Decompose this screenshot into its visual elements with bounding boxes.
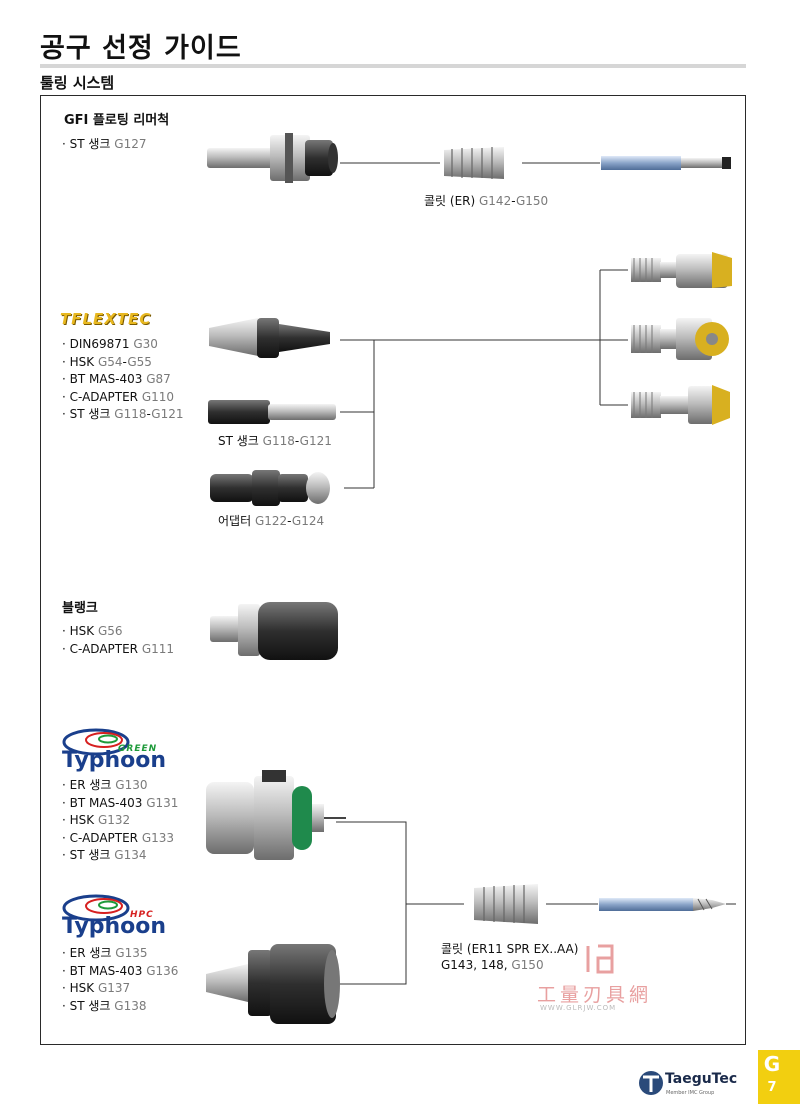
typhoon-green-list: · ER 생크 G130 · BT MAS-403 G131 · HSK G13… [62,777,178,865]
typhoon-green-swirl-icon [62,728,130,756]
typhoon-green-tag: GREEN [118,744,158,754]
milling-head-image-2 [631,318,729,360]
list-item: · C-ADAPTER G111 [62,641,175,656]
typhoon-hpc-list: · ER 생크 G135 · BT MAS-403 G136 · HSK G13… [62,945,178,1015]
list-item: · C-ADAPTER G133 [62,830,175,845]
flextec-holder-image [209,318,330,358]
st-shank-image [208,400,336,424]
st-shank-caption: ST 생크 G118-G121 [218,434,332,448]
typhoon-hpc-spindle-image [206,944,340,1024]
end-mill-image [599,898,726,911]
watermark-url: WWW.GLRJW.COM [540,1004,617,1012]
brand-subline: Member IMC Group [666,1090,715,1096]
list-item: · C-ADAPTER G110 [62,389,175,404]
blank-holder-image [210,602,338,660]
list-item: · ER 생크 G135 [62,946,148,960]
gfi-chuck-image [207,133,338,183]
typhoon-green-logo: Typhoon [62,748,167,773]
brand-name: TaeguTec [665,1071,738,1087]
gfi-title: GFI 플로팅 리머척 [64,113,170,128]
list-item: · BT MAS-403 G131 [62,795,179,810]
milling-head-image-3 [631,385,730,425]
tooling-frame [40,95,746,1045]
typhoon-hpc-logo: Typhoon [62,914,167,939]
list-item: · BT MAS-403 G87 [62,372,171,386]
page-number: 7 [767,1080,777,1095]
list-item: · HSK G56 [62,624,123,638]
flextec-logo: TFLEXTEC [60,310,152,328]
er11-collet-caption-line1: 콜릿 (ER11 SPR EX..AA) [441,942,579,956]
blank-list: · HSK G56 · C-ADAPTER G111 [62,623,174,658]
section-subtitle: 툴링 시스템 [40,74,115,92]
gfi-list: · ST 생크 G127 [62,136,147,154]
er11-collet-image [474,884,538,924]
flextec-list: · DIN69871 G30 · HSK G54-G55 · BT MAS-40… [62,336,183,424]
list-item: · ST 생크 G138 [62,998,147,1013]
er-collet-caption: 콜릿 (ER) G142-G150 [424,194,549,208]
list-item: · HSK G132 [62,813,131,827]
list-item: · HSK G54-G55 [62,354,152,369]
blank-title: 블랭크 [62,601,98,616]
list-item: · ST 생크 G127 [62,137,147,151]
adapter-caption: 어댑터 G122-G124 [218,514,325,528]
list-item: · ER 생크 G130 [62,778,148,792]
er11-collet-caption-line2: G143, 148, G150 [441,958,544,972]
chapter-letter: G [763,1052,781,1076]
flextec-adapter-image [210,470,330,506]
watermark-glyph [586,944,614,974]
title-divider [40,64,746,68]
typhoon-hpc-tag: HPC [130,910,154,920]
milling-head-image-1 [631,252,732,288]
list-item: · DIN69871 G30 [62,337,158,351]
watermark-text: 工量刃具網 [537,984,653,1006]
list-item: · ST 생크 G134 [62,848,147,862]
typhoon-hpc-swirl-icon [62,894,130,922]
page-title: 공구 선정 가이드 [40,33,242,64]
er-collet-image [444,147,504,179]
chapter-tab [758,1050,800,1104]
typhoon-green-spindle-image [206,770,346,860]
list-item: · ST 생크 G118-G121 [62,407,184,421]
list-item: · BT MAS-403 G136 [62,963,179,978]
list-item: · HSK G137 [62,981,131,995]
reamer-tool-image [601,156,731,170]
